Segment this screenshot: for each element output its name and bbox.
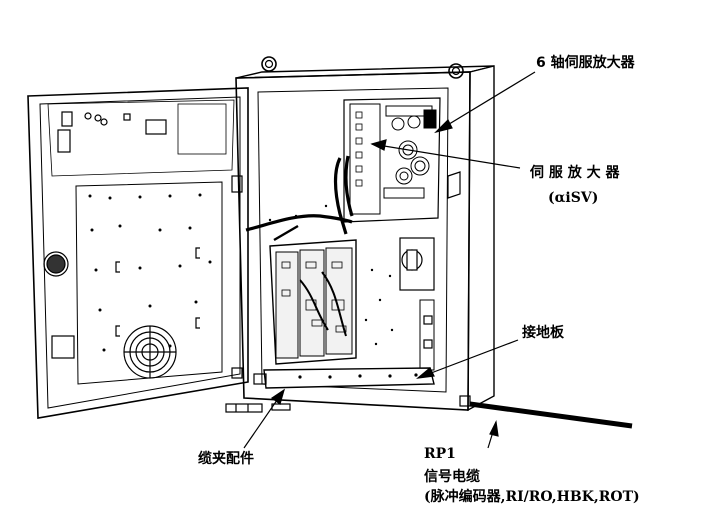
ground-plate: [253, 367, 435, 389]
rp1-cable: [469, 401, 633, 429]
servo-amplifier-modules: [269, 239, 357, 365]
label-rp1-detail: (脉冲编码器,RI/RO,HBK,ROT): [424, 489, 640, 505]
label-ground-plate: 接地板: [522, 325, 564, 341]
label-rp1: RP1: [424, 446, 456, 462]
label-cable-clamp: 缆夹配件: [198, 451, 254, 467]
cabinet-door: [27, 87, 249, 419]
label-rp1-signal-cable: 信号电缆: [424, 469, 480, 485]
back-panel: [268, 204, 435, 371]
six-axis-servo-amplifier: [245, 97, 441, 242]
door-fan: [123, 325, 177, 379]
label-servo-amplifier-model: (αiSV): [548, 190, 599, 206]
cable-clamp-parts: [225, 403, 291, 413]
label-six-axis-servo-amplifier: 6 轴伺服放大器: [536, 55, 635, 71]
label-servo-amplifier: 伺 服 放 大 器: [530, 165, 620, 181]
cabinet-body: [235, 56, 495, 412]
leader-lines: [243, 71, 536, 449]
